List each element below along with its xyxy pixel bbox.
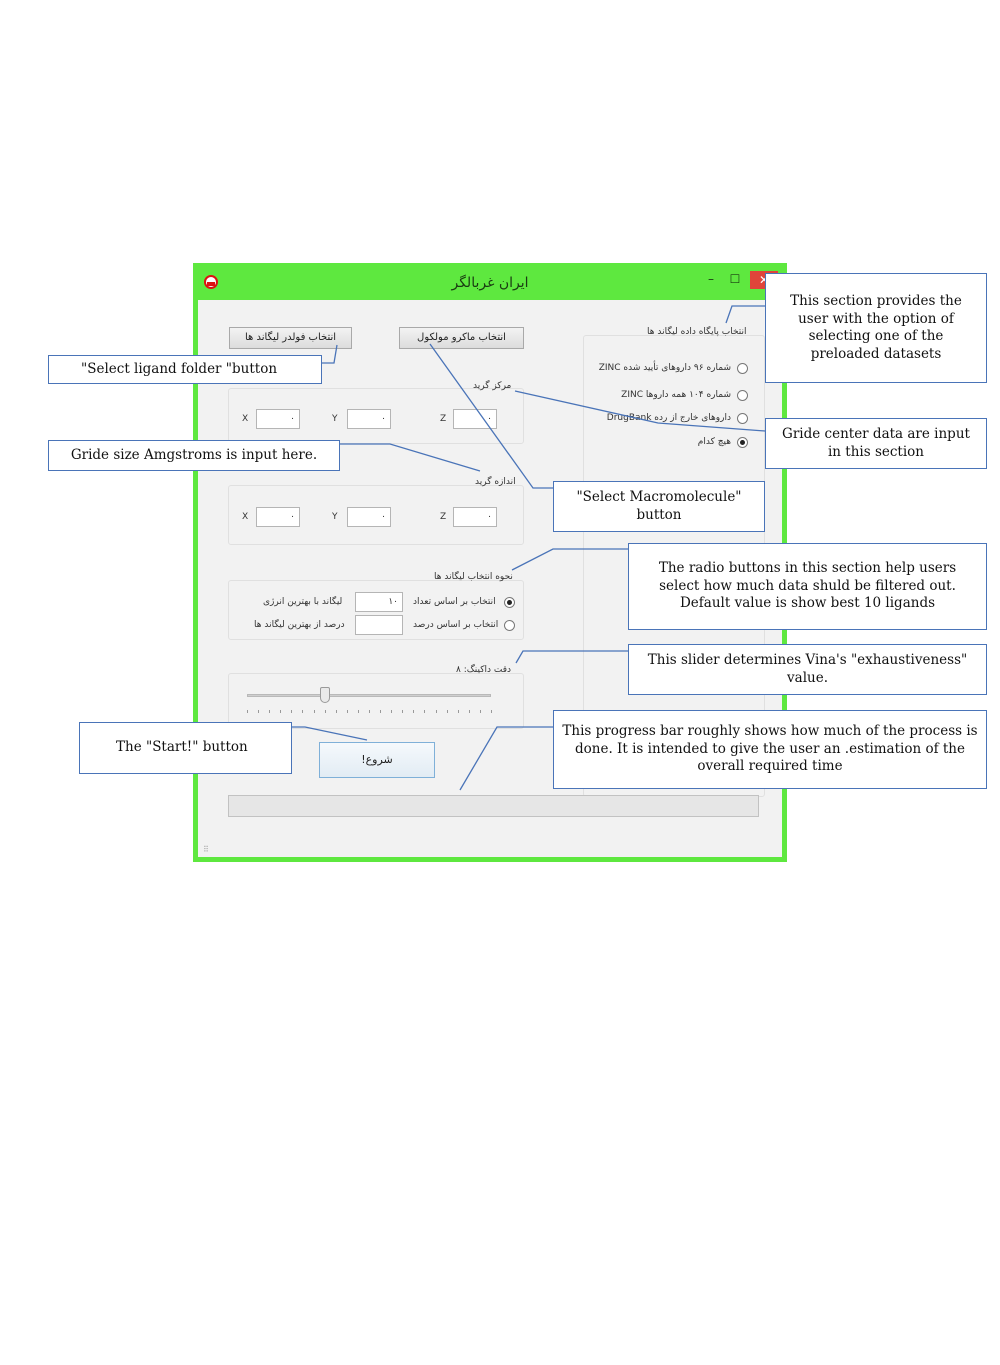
grid-center-y-label: Y [332, 414, 338, 424]
slider-tick [291, 710, 293, 713]
slider-tick [369, 710, 370, 713]
slider-tick [324, 710, 326, 713]
slider-tick [357, 710, 359, 713]
progress-bar [228, 795, 759, 817]
exhaustiveness-group [228, 673, 524, 729]
slider-tick [280, 710, 282, 713]
select-by-percent-label: انتخاب بر اساس درصد [413, 620, 499, 630]
window-title: ایران غربالگر [451, 275, 529, 291]
database-radio-zinc104[interactable] [737, 390, 748, 401]
select-ligand-folder-button[interactable]: انتخاب فولدر لیگاند ها [229, 327, 352, 349]
callout-radio-buttons: The radio buttons in this section help u… [628, 543, 987, 630]
callout-macromolecule: "Select Macromolecule" button [553, 481, 765, 532]
grid-size-header: اندازه گرید [475, 477, 516, 487]
slider-tick [269, 710, 271, 713]
database-option-none-label: هیچ کدام [697, 437, 731, 447]
select-by-count-label: انتخاب بر اساس تعداد [413, 597, 496, 607]
grid-center-y-input[interactable]: ۰ [347, 409, 391, 429]
database-option-zinc104-label: ZINC شماره ۱۰۴ همه داروها [621, 390, 731, 400]
slider-tick [479, 710, 481, 713]
callout-grid-size: Gride size Amgstroms is input here. [48, 440, 340, 471]
app-logo-icon [204, 275, 218, 289]
database-group-header: انتخاب پایگاه داده لیگاند ها [647, 327, 747, 337]
grid-size-y-label: Y [332, 512, 338, 522]
grid-center-header: مرکز گرید [473, 381, 512, 391]
maximize-button[interactable]: ☐ [729, 272, 741, 286]
slider-tick [424, 710, 426, 713]
slider-tick [491, 710, 492, 713]
select-by-count-input[interactable]: ۱۰ [355, 592, 403, 612]
slider-tick [413, 710, 415, 713]
select-by-count-suffix: لیگاند با بهترین انرژی [263, 597, 343, 607]
resize-grip-icon[interactable]: ⠿ [203, 845, 209, 854]
grid-size-z-label: Z [440, 512, 447, 522]
grid-center-z-input[interactable]: ۰ [453, 409, 497, 429]
grid-size-y-input[interactable]: ۰ [347, 507, 391, 527]
exhaustiveness-slider-track[interactable] [247, 694, 491, 697]
slider-tick [446, 710, 448, 713]
slider-tick [402, 710, 404, 713]
slider-tick [247, 710, 248, 713]
minimize-button[interactable]: – [708, 272, 714, 286]
start-button[interactable]: شروع! [319, 742, 435, 778]
database-radio-drugbank[interactable] [737, 413, 748, 424]
select-by-percent-input[interactable] [355, 615, 403, 635]
callout-slider: This slider determines Vina's "exhaustiv… [628, 644, 987, 695]
slider-tick [335, 710, 337, 713]
callout-ligand-folder: "Select ligand folder "button [48, 355, 322, 384]
grid-center-z-label: Z [440, 414, 447, 424]
database-option-zinc96-label: ZINC شماره ۹۶ داروهای تأیید شده [598, 363, 731, 373]
ligand-selection-header: نحوه انتخاب لیگاند ها [434, 572, 513, 582]
slider-tick [258, 710, 260, 713]
database-radio-zinc96[interactable] [737, 363, 748, 374]
grid-size-group [228, 485, 524, 545]
slider-tick [313, 710, 315, 713]
select-by-percent-suffix: درصد از بهترین لیگاند ها [254, 620, 345, 630]
slider-tick [302, 710, 304, 713]
select-macromolecule-button[interactable]: انتخاب ماکرو مولکول [399, 327, 524, 349]
slider-tick [468, 710, 470, 713]
grid-center-x-label: X [242, 414, 249, 424]
exhaustiveness-slider-thumb[interactable] [319, 687, 330, 703]
slider-tick [457, 710, 459, 713]
callout-grid-center: Gride center data are input in this sect… [765, 418, 987, 469]
grid-size-z-input[interactable]: ۰ [453, 507, 497, 527]
title-bar[interactable]: ایران غربالگر – ☐ ✕ [198, 268, 782, 300]
select-by-percent-radio[interactable] [504, 620, 515, 631]
callout-start: The "Start!" button [79, 722, 292, 774]
callout-database: This section provides the user with the … [765, 273, 987, 383]
slider-tick [346, 710, 348, 713]
exhaustiveness-label: دقت داکینگ: ۸ [456, 665, 512, 675]
grid-center-x-input[interactable]: ۰ [256, 409, 300, 429]
callout-progress: This progress bar roughly shows how much… [553, 710, 987, 789]
database-option-drugbank-label: DrugBank داروهای خارج از رده [606, 413, 731, 423]
grid-size-x-label: X [242, 512, 249, 522]
database-radio-none[interactable] [737, 437, 748, 448]
slider-tick [435, 710, 437, 713]
grid-size-x-input[interactable]: ۰ [256, 507, 300, 527]
select-by-count-radio[interactable] [504, 597, 515, 608]
ligand-selection-group [228, 580, 524, 640]
slider-tick [391, 710, 393, 713]
slider-tick [380, 710, 382, 713]
